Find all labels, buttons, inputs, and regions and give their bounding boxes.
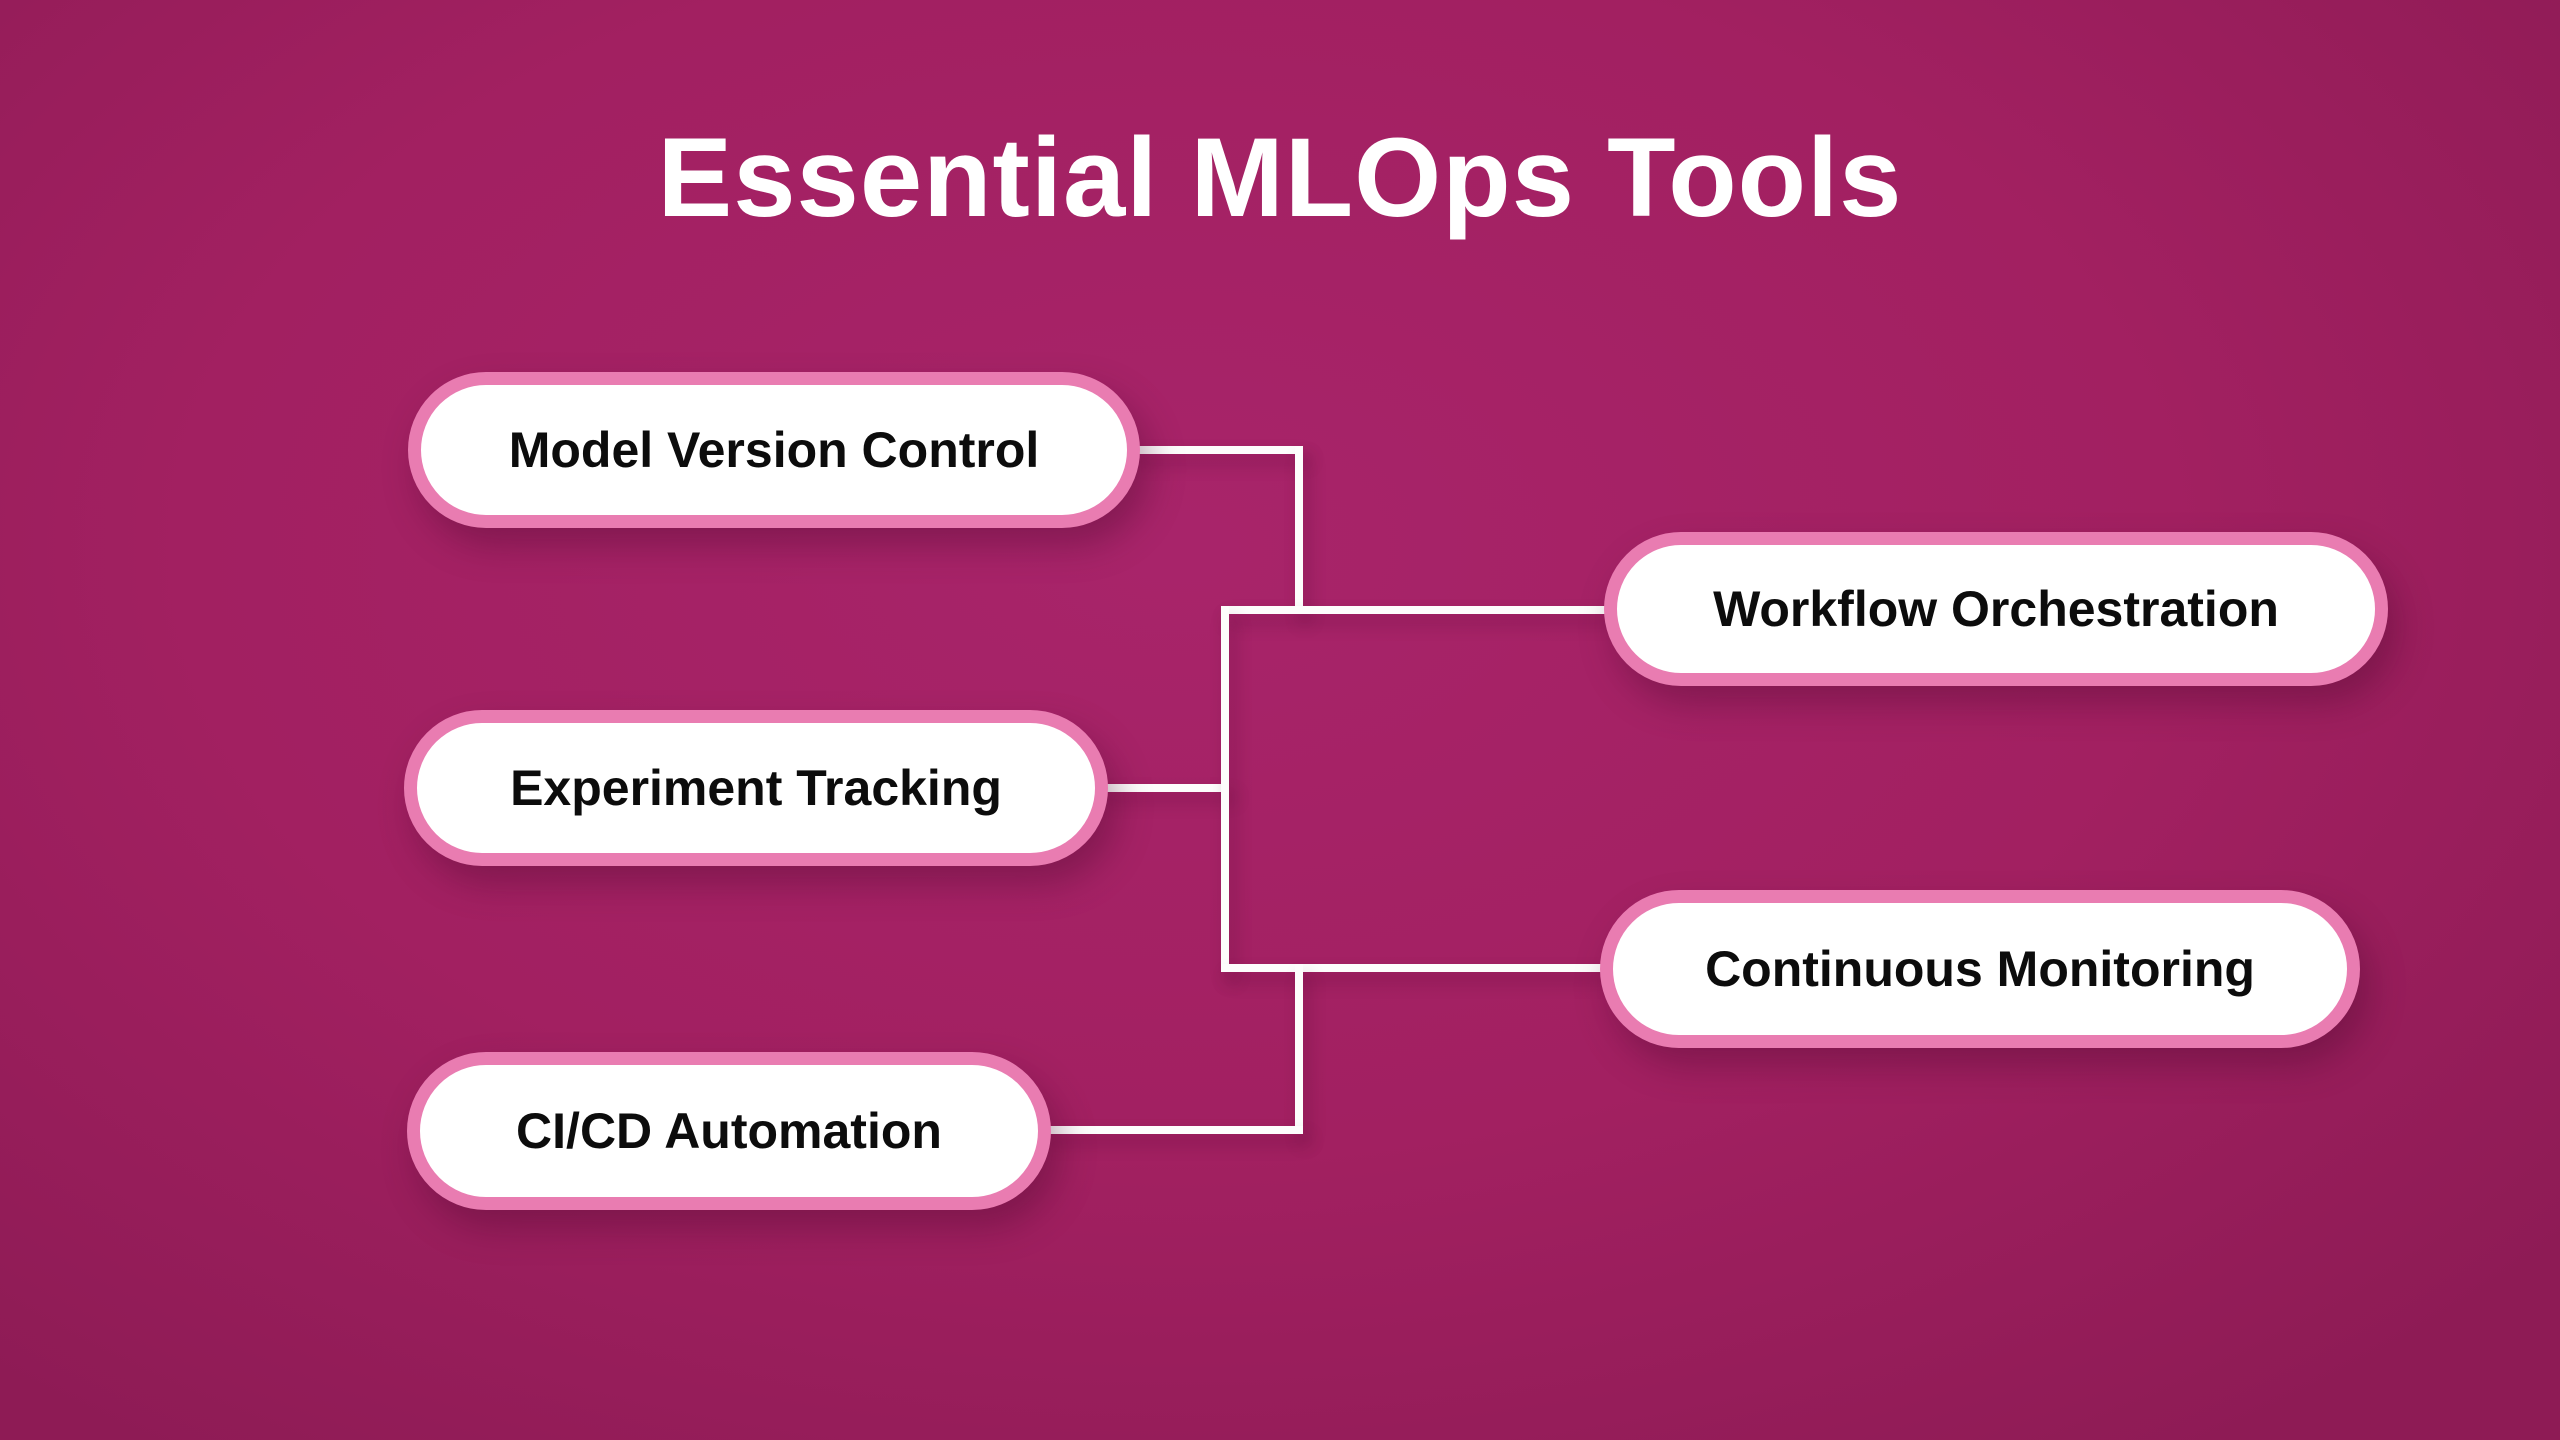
node-label: Continuous Monitoring: [1705, 941, 2255, 997]
node-label: CI/CD Automation: [516, 1103, 942, 1159]
connector-workflow-horizontal: [1221, 606, 1612, 614]
node-label: Model Version Control: [508, 422, 1040, 478]
node-experiment-tracking: Experiment Tracking: [404, 710, 1108, 866]
connector-cicd-vertical-rise: [1295, 964, 1303, 1134]
connector-monitoring-horizontal: [1221, 964, 1608, 972]
connector-mvc-horizontal: [1128, 446, 1303, 454]
node-model-version-control: Model Version Control: [408, 372, 1140, 528]
node-label: Workflow Orchestration: [1713, 581, 2279, 637]
node-workflow-orchestration: Workflow Orchestration: [1604, 532, 2388, 686]
connector-mvc-vertical-drop: [1295, 446, 1303, 614]
connector-cicd-horizontal: [1040, 1126, 1303, 1134]
node-ci-cd-automation: CI/CD Automation: [407, 1052, 1051, 1210]
node-label: Experiment Tracking: [510, 760, 1002, 816]
page-title: Essential MLOps Tools: [657, 115, 1903, 240]
node-continuous-monitoring: Continuous Monitoring: [1600, 890, 2360, 1048]
connector-experiment-horizontal: [1096, 784, 1229, 792]
connector-trunk-vertical: [1221, 606, 1229, 972]
